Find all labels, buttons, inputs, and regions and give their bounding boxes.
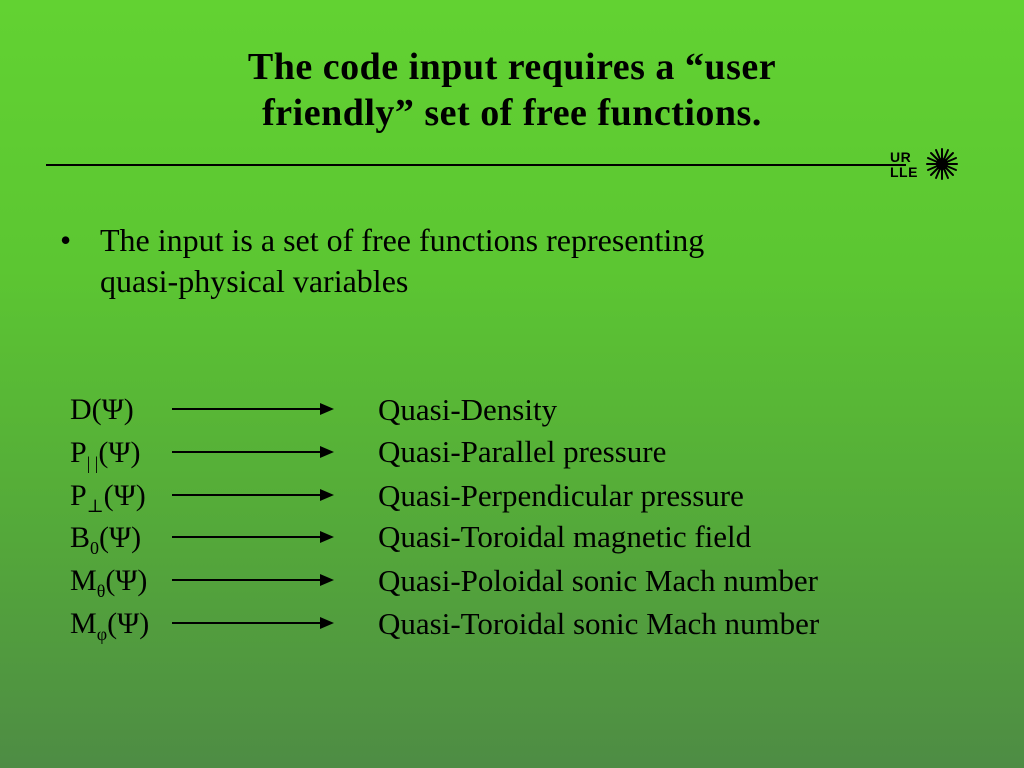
right-arrow-icon	[172, 403, 334, 415]
variable-label: P| |(Ψ)	[70, 436, 141, 473]
variable-base: P	[70, 436, 87, 469]
bullet-text: The input is a set of free functions rep…	[100, 220, 960, 302]
title-divider	[46, 164, 906, 166]
bullet-text-line-1: The input is a set of free functions rep…	[100, 222, 705, 258]
slide-title-line-1: The code input requires a “user	[247, 46, 777, 88]
slide-title: The code input requires a “user friendly…	[0, 44, 1024, 136]
right-arrow-icon	[172, 531, 334, 543]
variable-subscript: φ	[96, 624, 108, 644]
variable-argument: (Ψ)	[107, 607, 150, 640]
variable-description: Quasi-Toroidal sonic Mach number	[378, 606, 820, 641]
variable-label: P⊥(Ψ)	[70, 479, 146, 516]
variable-description: Quasi-Density	[378, 392, 558, 427]
variable-description: Quasi-Poloidal sonic Mach number	[378, 563, 818, 598]
variable-description: Quasi-Parallel pressure	[378, 434, 667, 469]
variable-base: M	[70, 607, 97, 640]
logo-text-lle: LLE	[890, 164, 918, 180]
bullet-marker: •	[60, 222, 72, 258]
variable-label: D(Ψ)	[70, 393, 134, 427]
variable-base: P	[70, 479, 87, 512]
bullet-text-line-2: quasi-physical variables	[100, 263, 409, 299]
variable-subscript: | |	[86, 453, 99, 473]
variable-label: Mφ(Ψ)	[70, 607, 150, 644]
variable-base: M	[70, 564, 97, 597]
right-arrow-icon	[172, 446, 334, 458]
variable-label: B0(Ψ)	[70, 521, 142, 558]
variable-argument: (Ψ)	[98, 436, 141, 469]
variable-argument: (Ψ)	[105, 564, 148, 597]
urlle-logo: UR LLE	[890, 148, 960, 182]
variable-argument: (Ψ)	[91, 393, 134, 426]
right-arrow-icon	[172, 617, 334, 629]
variable-description: Quasi-Toroidal magnetic field	[378, 519, 752, 554]
starburst-icon	[926, 148, 958, 180]
slide-title-line-2: friendly” set of free functions.	[262, 92, 762, 134]
logo-text-ur: UR	[890, 149, 912, 165]
right-arrow-icon	[172, 489, 334, 501]
right-arrow-icon	[172, 574, 334, 586]
variable-subscript: 0	[90, 538, 100, 558]
variable-base: B	[70, 521, 91, 554]
variable-description: Quasi-Perpendicular pressure	[378, 478, 744, 513]
variable-argument: (Ψ)	[99, 521, 142, 554]
variable-base: D	[70, 393, 92, 426]
variable-argument: (Ψ)	[103, 479, 146, 512]
variable-subscript: ⊥	[86, 496, 104, 516]
variable-subscript: θ	[96, 581, 106, 601]
variable-label: Mθ(Ψ)	[70, 564, 148, 601]
